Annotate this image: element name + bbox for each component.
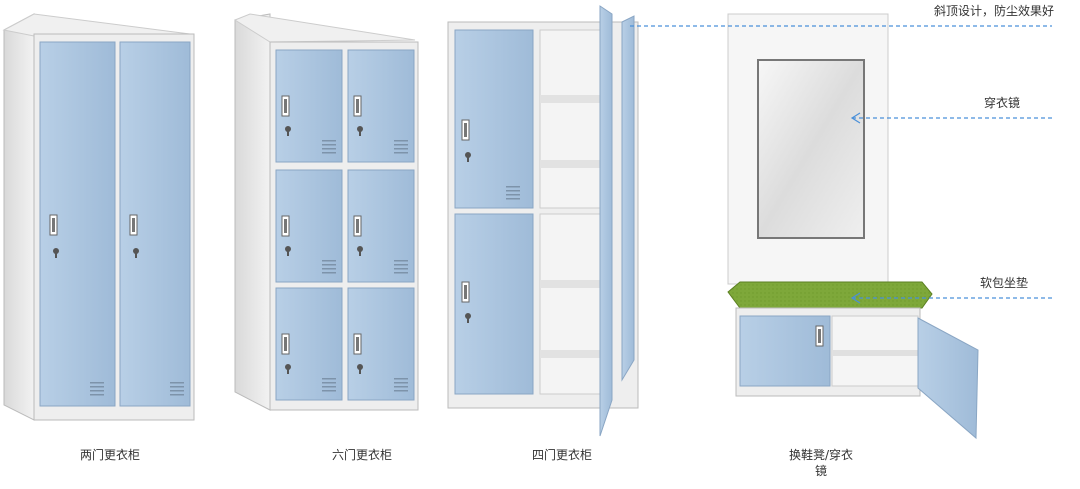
door-handle	[353, 215, 362, 237]
door-handle	[353, 95, 362, 117]
callout-lines	[630, 25, 1052, 304]
callout-cushion: 软包坐垫	[980, 276, 1029, 290]
callout-mirror: 穿衣镜	[984, 96, 1021, 110]
callout-slanted-top: 斜顶设计，防尘效果好	[934, 4, 1055, 18]
mirror	[757, 59, 865, 239]
door-handle	[281, 95, 290, 117]
caption-shoe-bench: 换鞋凳/穿衣镜	[788, 448, 854, 478]
caption-two-door: 两门更衣柜	[79, 448, 140, 462]
six-door-locker	[233, 13, 419, 411]
four-door-locker	[447, 5, 639, 437]
door-handle	[281, 215, 290, 237]
shoe-bench-mirror	[727, 13, 979, 440]
door-handle	[353, 333, 362, 355]
caption-four-door: 四门更衣柜	[531, 448, 592, 462]
cushion	[727, 281, 933, 309]
door-handle	[281, 333, 290, 355]
caption-six-door: 六门更衣柜	[331, 448, 392, 462]
two-door-locker	[2, 13, 195, 421]
